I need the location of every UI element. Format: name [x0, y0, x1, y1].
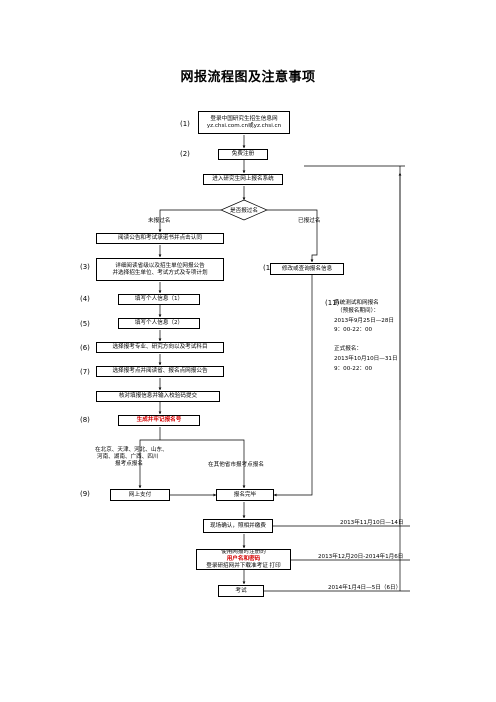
presign-label: （预报名期间）：	[337, 308, 379, 314]
exam-label: 考试	[235, 587, 247, 594]
step-number-6: (6)	[80, 344, 90, 352]
formal-date: 2013年10月10日—31日	[334, 356, 398, 362]
generate-number-box: 生成并牢记报名号	[118, 415, 200, 426]
enter-system-label: 进入研究生网上报名系统	[212, 176, 274, 182]
online-payment-label: 网上支付	[128, 491, 152, 498]
not-registered-label: 未报过名	[148, 218, 171, 224]
registration-complete-label: 报名完毕	[233, 491, 257, 498]
personal-info-1-box: 填写个人信息（1）	[118, 294, 200, 305]
enter-system-box: 进入研究生网上报名系统	[203, 174, 283, 185]
verify-info-box: 核对填报信息并输入校验码提交	[96, 391, 220, 402]
step-number-4: (4)	[80, 295, 90, 303]
step-number-1: (1)	[180, 120, 190, 128]
check-units-line-2: 并选择招生单位、考试方式及专项计划	[112, 269, 208, 276]
register-box: 免费注册	[218, 149, 268, 160]
online-payment-box: 网上支付	[110, 489, 170, 501]
read-announcement-box: 阅读公告和考试承诺书并点击认同	[96, 233, 224, 244]
onsite-confirm-box: 现场确认，照相并缴费	[203, 519, 273, 533]
step-number-7: (7)	[80, 368, 90, 376]
onsite-confirm-label: 现场确认，照相并缴费	[210, 522, 266, 529]
provinces-line-3: 报考点报名	[115, 461, 143, 468]
select-major-box: 选择报考专业、研究方向以及考试科目	[96, 342, 224, 353]
step-number-9: (9)	[80, 490, 90, 498]
exam-box: 考试	[218, 585, 264, 597]
system-test-title: 系统测试和网报名	[334, 300, 379, 306]
other-sites-label: 在其他省市报考点报名	[208, 462, 264, 468]
generate-number-label: 生成并牢记报名号	[136, 417, 182, 423]
login-line-1: 登录中国研究生招生信息网	[210, 115, 278, 122]
personal-info-2-box: 填写个人信息（2）	[118, 318, 200, 329]
modify-info-label: 修改或查询报名信息	[281, 265, 333, 272]
register-label: 免费注册	[231, 151, 255, 157]
provinces-text: 在北京、天津、河北、山东、 河南、湖南、广西、四川 报考点报名	[95, 447, 168, 469]
print-date: 2013年12月20日-2014年1月6日	[318, 554, 404, 560]
print-line-1-b: 用户名和密码	[226, 556, 261, 562]
check-units-box: 详细阅读省级以及招生单位网报公告 并选择招生单位、考试方式及专项计划	[96, 258, 224, 281]
print-line-2: 登录研招网并下载准考证 打印	[206, 563, 281, 569]
registered-label: 已报过名	[298, 218, 321, 224]
login-chsi-box: 登录中国研究生招生信息网 yz.chsi.com.cn或yz.chsi.cn	[198, 111, 290, 134]
read-announcement-label: 阅读公告和考试承诺书并点击认同	[118, 235, 202, 241]
exam-date: 2014年1月4日—5日（6日）	[328, 585, 402, 591]
login-line-2: yz.chsi.com.cn或yz.chsi.cn	[206, 122, 282, 129]
formal-label: 正式报名：	[334, 346, 362, 352]
verify-info-label: 核对填报信息并输入校验码提交	[118, 393, 198, 399]
step-number-5: (5)	[80, 320, 90, 328]
step-number-8: (8)	[80, 416, 90, 424]
presign-date: 2013年9月25日—28日	[334, 318, 394, 324]
decision-label: 是否报过名	[230, 208, 258, 214]
registration-complete-box: 报名完毕	[216, 489, 274, 501]
personal-info-1-label: 填写个人信息（1）	[134, 296, 184, 302]
print-admission-box: 使用网报时注册的用户名和密码 登录研招网并下载准考证 打印	[196, 549, 291, 570]
personal-info-2-label: 填写个人信息（2）	[134, 320, 184, 326]
formal-time: 9：00-22：00	[334, 366, 373, 372]
print-line-1-a: 使用网报时注册的	[221, 549, 266, 555]
select-site-label: 选择报考点并阅读省、报名点网报公告	[112, 368, 208, 374]
confirm-date: 2013年11月10日—14日	[340, 520, 404, 526]
check-units-line-1: 详细阅读省级以及招生单位网报公告	[115, 262, 205, 269]
step-number-11: (11)	[325, 299, 340, 307]
step-number-2: (2)	[180, 150, 190, 158]
step-number-3: (3)	[80, 263, 90, 271]
presign-time: 9：00-22：00	[334, 327, 373, 333]
provinces-line-1: 在北京、天津、河北、山东、	[95, 447, 168, 453]
select-major-label: 选择报考专业、研究方向以及考试科目	[112, 344, 208, 350]
modify-info-box: 修改或查询报名信息	[270, 263, 344, 275]
select-site-box: 选择报考点并阅读省、报名点网报公告	[96, 366, 224, 377]
page-title: 网报流程图及注意事项	[180, 70, 316, 85]
provinces-line-2: 河南、湖南、广西、四川	[97, 454, 159, 461]
